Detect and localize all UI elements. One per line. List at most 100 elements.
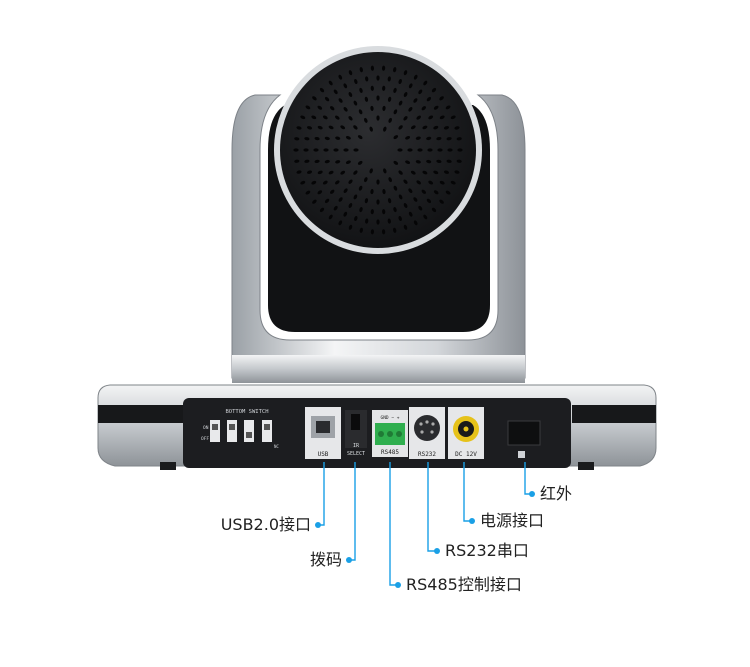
grille-hole	[382, 209, 386, 215]
grille-hole	[365, 218, 369, 224]
grille-hole	[370, 209, 374, 215]
grille-hole	[388, 177, 392, 183]
grille-hole	[383, 126, 387, 132]
grille-hole	[353, 170, 358, 175]
grille-hole	[359, 227, 363, 233]
grille-hole	[359, 67, 363, 73]
grille-hole	[328, 125, 334, 130]
grille-hole	[376, 199, 380, 205]
grille-hole	[353, 148, 359, 152]
leader-power	[463, 462, 472, 522]
grille-hole	[317, 125, 323, 130]
grille-hole	[335, 160, 341, 164]
grille-hole	[443, 170, 450, 174]
grille-hole	[304, 137, 310, 141]
grille-hole	[413, 220, 418, 226]
grille-hole	[319, 207, 325, 213]
grille-hole	[338, 197, 343, 202]
grille-hole	[324, 96, 330, 102]
grille-hole	[413, 197, 418, 202]
leader-dots	[315, 491, 535, 588]
grille-hole	[359, 87, 363, 93]
grille-hole	[357, 160, 363, 165]
callout-dip: 拨码	[309, 550, 342, 569]
callout-rs232: RS232串口	[445, 541, 529, 560]
grille-hole	[319, 87, 325, 93]
grille-hole	[446, 159, 452, 163]
grille-hole	[354, 78, 358, 85]
grille-hole	[296, 170, 302, 174]
grille-hole	[328, 170, 334, 175]
grille-hole	[304, 159, 310, 163]
grille-hole	[376, 95, 380, 101]
grille-hole	[359, 207, 363, 213]
grille-hole	[340, 125, 346, 130]
grille-hole	[413, 74, 418, 80]
grille-hole	[428, 180, 434, 185]
grille-hole	[376, 115, 380, 121]
grille-hole	[445, 105, 451, 110]
callout-usb: USB2.0接口	[220, 515, 311, 534]
leader-rs232	[427, 462, 437, 552]
grille-hole	[403, 203, 408, 208]
grille-hole	[423, 80, 428, 86]
grille-hole	[328, 80, 333, 86]
grille-hole	[333, 148, 339, 152]
grille-hole	[454, 170, 460, 174]
leader-rs485	[389, 462, 398, 586]
grille-hole	[436, 136, 442, 141]
grille-hole	[369, 168, 373, 174]
grille-hole	[370, 189, 374, 195]
grille-hole	[387, 76, 391, 82]
grille-hole	[313, 148, 319, 152]
grille-hole	[421, 189, 427, 194]
grille-hole	[323, 148, 329, 152]
grille-hole	[348, 92, 353, 97]
grille-hole	[446, 137, 452, 141]
grille-hole	[439, 199, 444, 204]
grille-hole	[418, 205, 423, 211]
grille-hole	[353, 194, 358, 200]
grille-hole	[343, 188, 348, 193]
grille-hole	[376, 179, 380, 185]
grille-hole	[426, 159, 432, 164]
grille-hole	[343, 211, 348, 217]
grille-hole	[436, 159, 442, 164]
grille-hole	[317, 190, 323, 195]
dip-switch: BOTTOM SWITCH ON OFF NC	[201, 409, 279, 449]
grille-hole	[387, 218, 391, 224]
grille-hole	[381, 65, 386, 71]
grille-hole	[376, 219, 380, 225]
grille-hole	[398, 100, 403, 106]
grille-hole	[296, 126, 302, 130]
grille-hole	[407, 148, 413, 152]
grille-hole	[353, 100, 358, 106]
grille-hole	[370, 85, 374, 91]
grille-hole	[439, 180, 445, 185]
grille-hole	[305, 190, 311, 195]
grille-hole	[393, 160, 399, 165]
grille-hole	[303, 148, 309, 152]
grille-hole	[422, 125, 428, 130]
grille-hole	[397, 148, 403, 152]
grille-hole	[393, 207, 397, 213]
grille-hole	[437, 148, 443, 152]
grille-hole	[322, 115, 328, 120]
grille-hole	[388, 117, 392, 123]
grille-hole	[427, 148, 433, 152]
grille-hole	[333, 205, 338, 211]
grille-hole	[387, 198, 392, 204]
grille-hole	[426, 136, 432, 141]
grille-hole	[422, 170, 428, 175]
rs485-terminal: GND − + RS485	[372, 410, 408, 457]
grille-hole	[382, 105, 386, 111]
grille-hole	[423, 214, 428, 220]
grille-hole	[358, 185, 363, 191]
grille-hole	[312, 199, 317, 204]
grille-hole	[443, 126, 450, 130]
usb-port: USB	[305, 407, 341, 459]
dc-port-label: DC 12V	[455, 451, 477, 458]
rs232-port-label: RS232	[418, 451, 436, 458]
grille-hole	[348, 116, 353, 121]
